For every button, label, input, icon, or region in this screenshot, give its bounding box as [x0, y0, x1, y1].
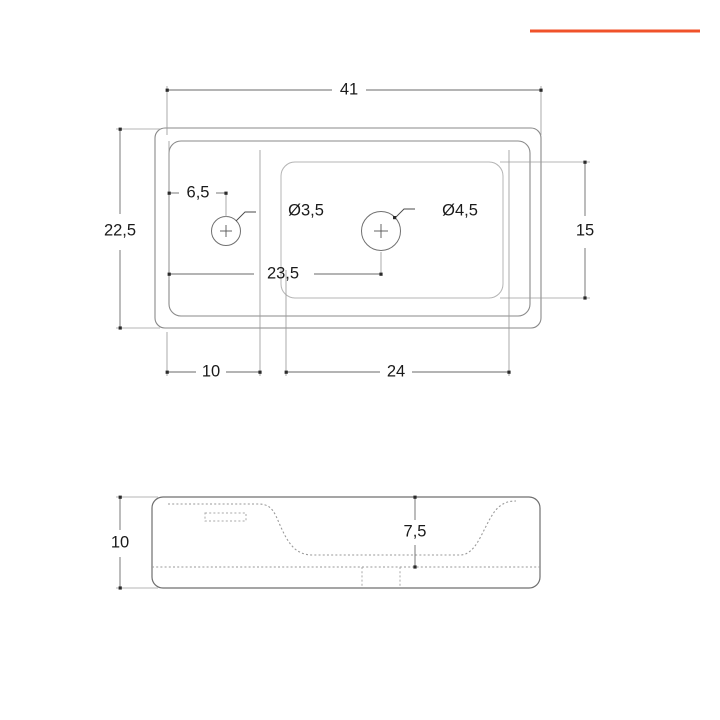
tap-hole-large-leader	[394, 208, 415, 219]
dim-10h-label: 10	[111, 533, 129, 551]
dim-10-tick-left	[165, 370, 169, 374]
dim-15-tick-bottom	[583, 296, 587, 300]
tap-hole-small-leader	[235, 211, 256, 222]
dim-75-label: 7,5	[404, 522, 427, 540]
dim-height-total: 22,5	[104, 127, 160, 330]
tap-hole-large	[361, 208, 415, 251]
tap-hole-small	[211, 211, 256, 246]
dim-24-tick-right	[507, 370, 511, 374]
dim-basin-depth: 15	[500, 160, 594, 300]
dim-65-tick-right	[224, 191, 228, 195]
diameter-label-small: Ø3,5	[288, 201, 324, 219]
tap-hole-large-leader-dot	[393, 216, 397, 220]
dim-basin-inner-depth: 7,5	[404, 495, 427, 569]
dim-235-tick-right	[379, 272, 383, 276]
dim-24-tick-left	[284, 370, 288, 374]
section-basin-profile-hidden	[168, 500, 517, 556]
dim-width-total: 41	[165, 80, 543, 135]
dim-41-tick-left	[165, 88, 169, 92]
dim-10h-tick-top	[118, 495, 122, 499]
dim-body-height: 10	[111, 495, 158, 590]
dim-hole-offset-bottom: 23,5	[167, 252, 383, 282]
dim-left-width: 10	[165, 150, 262, 380]
dim-65-label: 6,5	[187, 183, 210, 201]
dim-75-tick-bottom	[413, 565, 417, 569]
dim-15-label: 15	[576, 221, 594, 239]
section-view-group: 10 7,5	[111, 495, 541, 590]
plan-basin-outline	[280, 161, 504, 299]
dim-41-tick-right	[539, 88, 543, 92]
diameter-label-large: Ø4,5	[442, 201, 478, 219]
dim-225-label: 22,5	[104, 221, 136, 239]
plan-outer-outline	[154, 127, 542, 329]
dim-235-tick-left	[167, 272, 171, 276]
dim-10-tick-right	[258, 370, 262, 374]
dim-235-label: 23,5	[267, 264, 299, 282]
dim-65-tick-left	[167, 191, 171, 195]
dim-10-label: 10	[202, 362, 220, 380]
dim-10h-tick-bottom	[118, 586, 122, 590]
section-overflow-slot-hidden	[204, 512, 247, 522]
tap-hole-large-circle	[361, 211, 401, 251]
dim-225-tick-bottom	[118, 326, 122, 330]
dim-225-tick-top	[118, 127, 122, 131]
dim-basin-width: 24	[284, 150, 511, 380]
dim-15-tick-top	[583, 160, 587, 164]
dim-hole-offset-top: 6,5	[167, 141, 228, 280]
dim-24-label: 24	[387, 362, 405, 380]
plan-view-group: Ø3,5 Ø4,5 41 22,5	[104, 80, 594, 380]
dim-75-tick-top	[413, 495, 417, 499]
dim-41-label: 41	[340, 80, 358, 98]
section-body-outline	[151, 496, 541, 589]
plan-rim-outline	[168, 140, 531, 317]
